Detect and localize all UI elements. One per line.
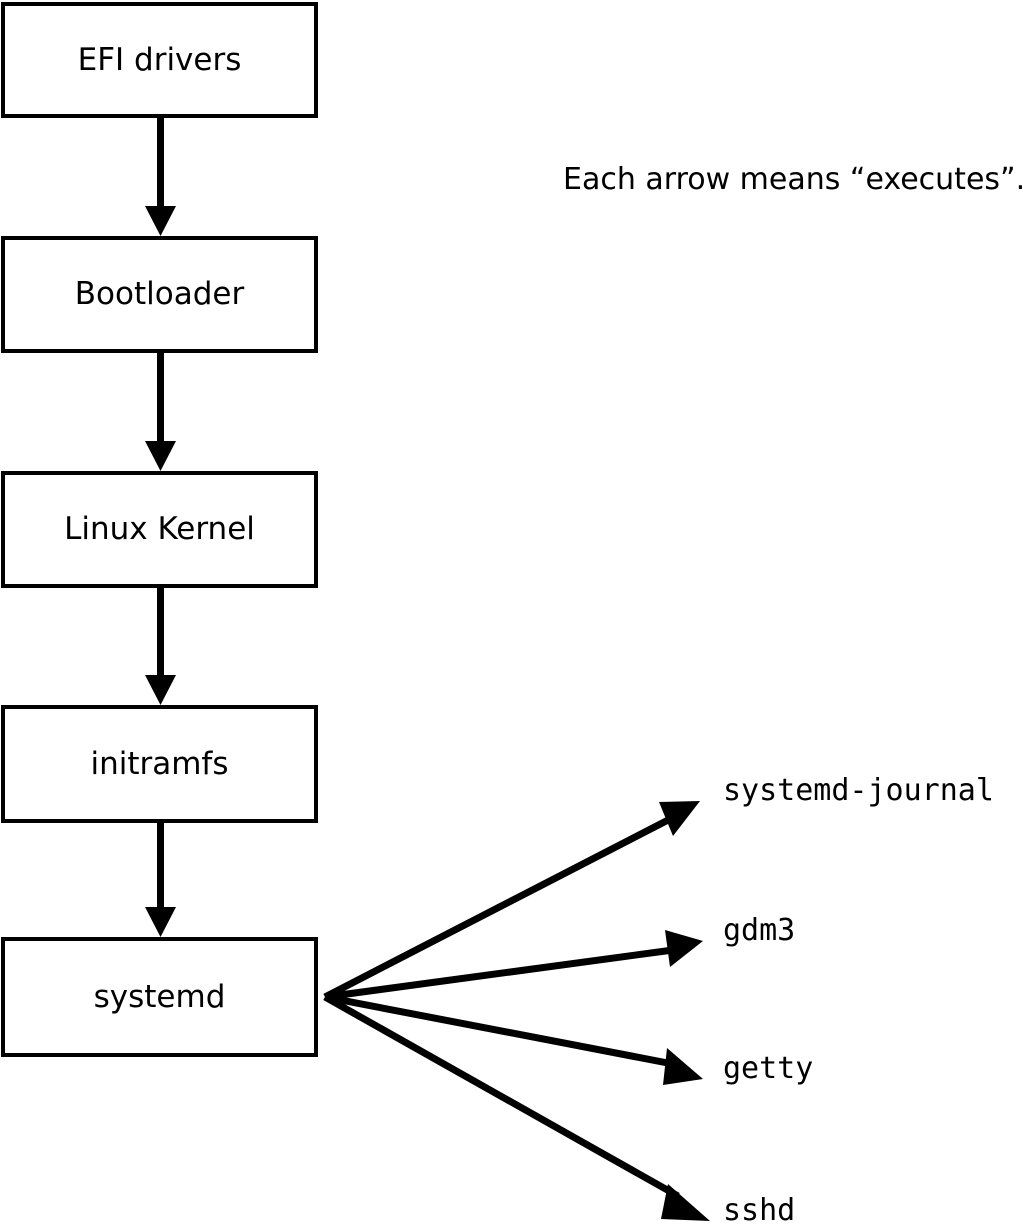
stage-label-bootloader: Bootloader [74, 276, 245, 312]
arrow-kernel-to-initramfs [145, 588, 176, 705]
arrow-systemd-to-sshd [323, 993, 710, 1221]
arrow-systemd-to-gdm3 [324, 930, 703, 1001]
stage-box-efi-drivers[interactable]: EFI drivers [1, 2, 318, 118]
stage-label-efi-drivers: EFI drivers [77, 41, 242, 78]
arrow-initramfs-to-systemd [145, 823, 176, 937]
stage-box-systemd[interactable]: systemd [1, 937, 318, 1057]
stage-box-linux-kernel[interactable]: Linux Kernel [1, 471, 318, 588]
stage-label-initramfs: initramfs [90, 745, 229, 782]
arrow-efi-to-bootloader [145, 118, 176, 236]
stage-label-linux-kernel: Linux Kernel [64, 511, 255, 547]
arrow-systemd-to-systemd-journal [323, 801, 700, 1001]
stage-label-systemd: systemd [93, 978, 226, 1015]
service-label-sshd: sshd [723, 1193, 796, 1228]
stage-box-initramfs[interactable]: initramfs [1, 705, 318, 823]
service-label-getty: getty [723, 1051, 814, 1086]
service-label-systemd-journal: systemd-journal [723, 773, 994, 808]
arrow-bootloader-to-kernel [145, 353, 176, 471]
diagram-annotation: Each arrow means “executes”. [563, 162, 1023, 197]
arrow-systemd-to-getty [324, 993, 703, 1085]
service-label-gdm3: gdm3 [723, 913, 796, 948]
stage-box-bootloader[interactable]: Bootloader [1, 236, 318, 353]
